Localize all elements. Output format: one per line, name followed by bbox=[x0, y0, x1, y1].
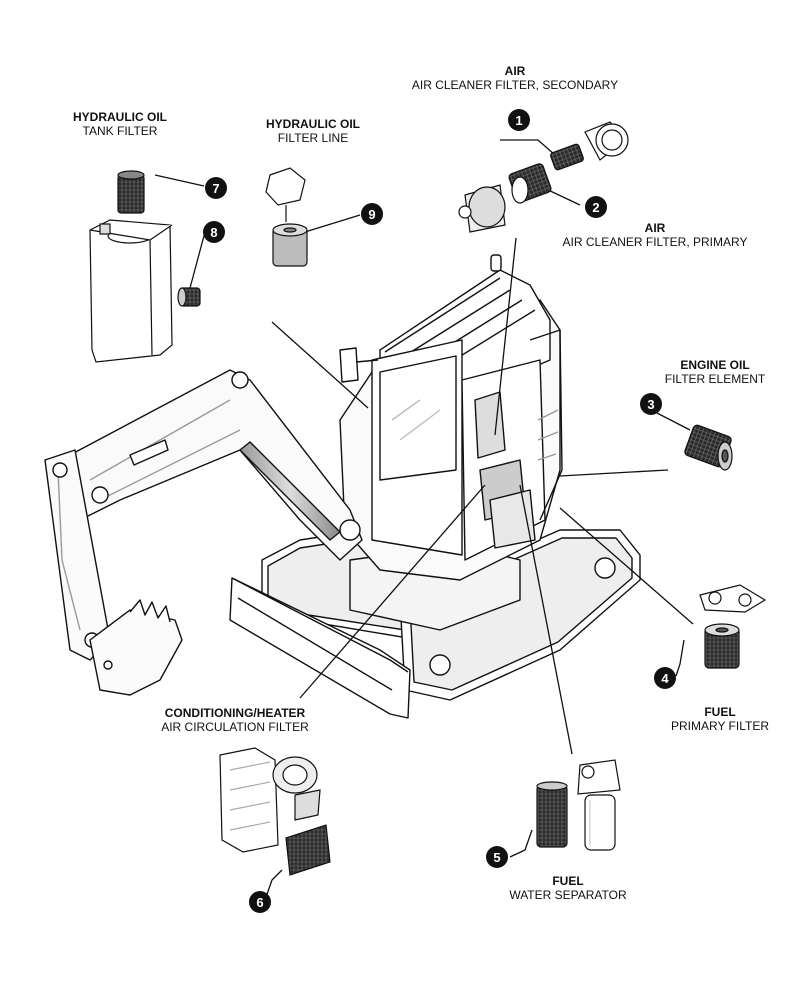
label-title: FUEL bbox=[704, 705, 736, 719]
svg-text:8: 8 bbox=[210, 225, 217, 240]
label-subtitle: TANK FILTER bbox=[82, 124, 158, 138]
svg-text:1: 1 bbox=[515, 113, 522, 128]
svg-text:9: 9 bbox=[368, 207, 375, 222]
label-title: HYDRAULIC OIL bbox=[73, 110, 167, 124]
callout-1: 1 bbox=[508, 109, 530, 131]
part-air-circulation-filter bbox=[219, 747, 331, 876]
track-right bbox=[399, 529, 641, 701]
label-title: AIR bbox=[644, 221, 666, 235]
part-hydraulic-line-filter bbox=[265, 167, 308, 267]
excavator-illustration bbox=[44, 254, 641, 719]
svg-text:3: 3 bbox=[647, 397, 654, 412]
label-subtitle: FILTER ELEMENT bbox=[664, 372, 766, 386]
label-title: CONDITIONING/HEATER bbox=[164, 706, 306, 720]
svg-text:7: 7 bbox=[212, 181, 219, 196]
part-fuel-water-separator bbox=[536, 759, 621, 851]
label-air-secondary: AIR AIR CLEANER FILTER, SECONDARY bbox=[400, 64, 630, 92]
callout-3: 3 bbox=[640, 393, 662, 415]
callout-2: 2 bbox=[585, 196, 607, 218]
label-title: ENGINE OIL bbox=[680, 358, 750, 372]
label-engine-oil: ENGINE OIL FILTER ELEMENT bbox=[650, 358, 780, 386]
part-hydraulic-tank-filter bbox=[117, 170, 145, 214]
label-subtitle: AIR CIRCULATION FILTER bbox=[161, 720, 309, 734]
svg-text:5: 5 bbox=[493, 850, 500, 865]
hydraulic-tank bbox=[89, 219, 173, 363]
label-subtitle: FILTER LINE bbox=[277, 131, 349, 145]
callout-5: 5 bbox=[486, 846, 508, 868]
label-air-primary: AIR AIR CLEANER FILTER, PRIMARY bbox=[535, 221, 775, 249]
boom-arm bbox=[44, 369, 363, 661]
part-fuel-primary-filter bbox=[699, 584, 767, 669]
upper-structure bbox=[339, 254, 563, 581]
svg-text:6: 6 bbox=[256, 895, 263, 910]
part-air-filter-secondary bbox=[550, 121, 629, 171]
label-subtitle: AIR CLEANER FILTER, SECONDARY bbox=[411, 78, 619, 92]
callout-8: 8 bbox=[203, 221, 225, 243]
leader-lines bbox=[154, 139, 694, 901]
dozer-blade bbox=[229, 577, 411, 719]
callout-4: 4 bbox=[654, 667, 676, 689]
label-fuel-primary: FUEL PRIMARY FILTER bbox=[660, 705, 780, 733]
label-subtitle: PRIMARY FILTER bbox=[670, 719, 770, 733]
bucket bbox=[89, 599, 183, 696]
part-engine-oil-filter bbox=[684, 424, 733, 471]
label-hydraulic-tank: HYDRAULIC OIL TANK FILTER bbox=[60, 110, 180, 138]
label-subtitle: WATER SEPARATOR bbox=[509, 888, 627, 902]
part-air-filter-primary bbox=[458, 163, 552, 233]
part-hydraulic-breather bbox=[177, 287, 201, 307]
label-fuel-water-separator: FUEL WATER SEPARATOR bbox=[498, 874, 638, 902]
svg-text:4: 4 bbox=[661, 671, 669, 686]
label-conditioning-heater: CONDITIONING/HEATER AIR CIRCULATION FILT… bbox=[145, 706, 325, 734]
label-title: FUEL bbox=[552, 874, 584, 888]
label-title: HYDRAULIC OIL bbox=[266, 117, 360, 131]
label-subtitle: AIR CLEANER FILTER, PRIMARY bbox=[562, 235, 748, 249]
callout-9: 9 bbox=[361, 203, 383, 225]
label-hydraulic-line: HYDRAULIC OIL FILTER LINE bbox=[253, 117, 373, 145]
callout-6: 6 bbox=[249, 891, 271, 913]
svg-text:2: 2 bbox=[592, 200, 599, 215]
callout-7: 7 bbox=[205, 177, 227, 199]
label-title: AIR bbox=[504, 64, 526, 78]
